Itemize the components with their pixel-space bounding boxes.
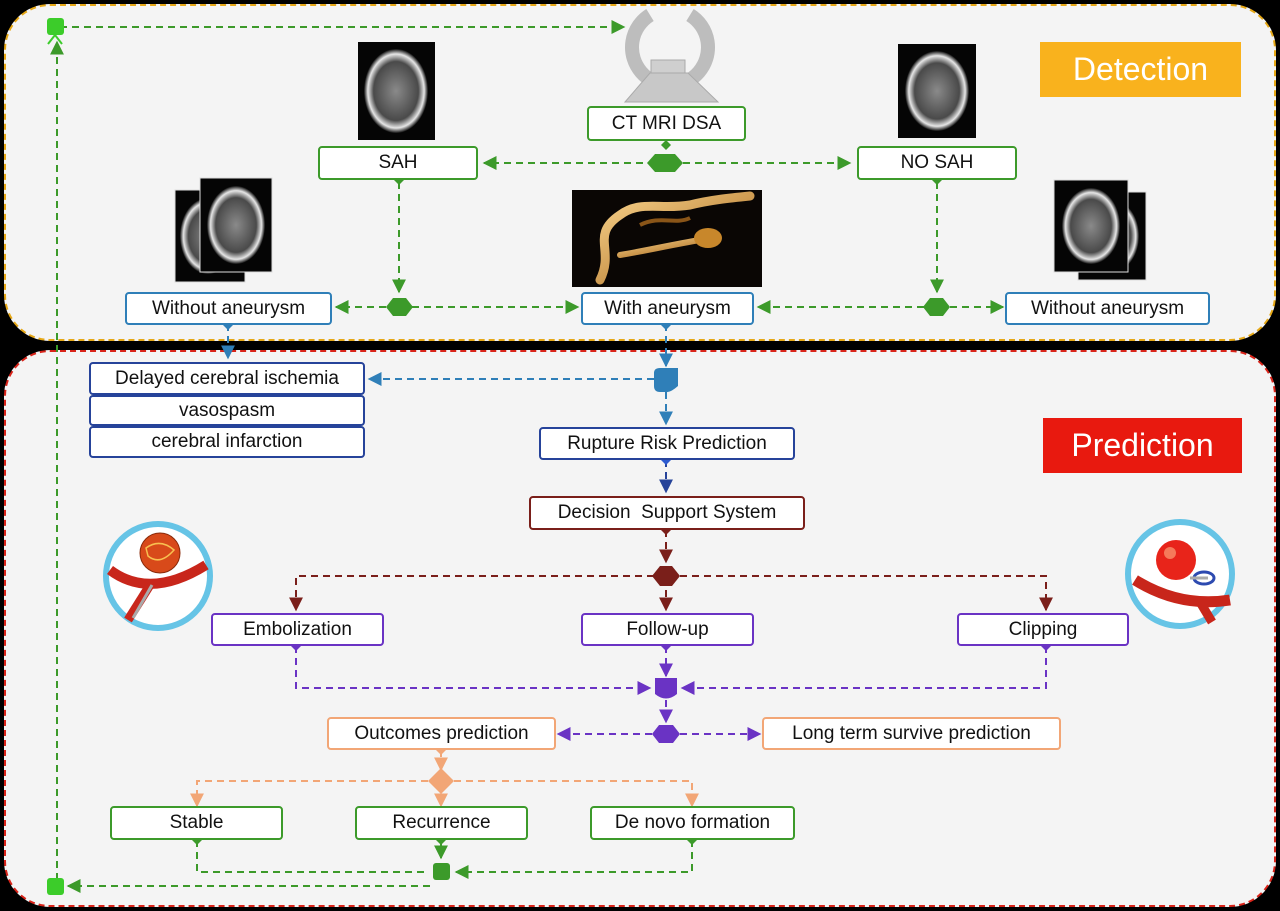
ct-scan-stack-right-image xyxy=(1053,179,1147,281)
recurrence-node: Recurrence xyxy=(355,806,528,840)
rupture-risk-prediction-node: Rupture Risk Prediction xyxy=(539,427,795,460)
scanner-icon xyxy=(623,9,720,103)
embolization-illustration xyxy=(103,521,213,631)
follow-up-node: Follow-up xyxy=(581,613,754,646)
outcomes-prediction-node: Outcomes prediction xyxy=(327,717,556,750)
ct-scan-no-sah-image xyxy=(898,44,976,138)
sah-node: SAH xyxy=(318,146,478,180)
cerebral-infarction-node: cerebral infarction xyxy=(89,426,365,458)
vasospasm-node: vasospasm xyxy=(89,395,365,426)
clipping-node: Clipping xyxy=(957,613,1129,646)
clipping-illustration xyxy=(1125,519,1235,629)
aneurysm-angiography-image xyxy=(572,190,762,287)
prediction-section-label: Prediction xyxy=(1043,418,1242,473)
stable-node: Stable xyxy=(110,806,283,840)
decision-support-system-node: Decision Support System xyxy=(529,496,805,530)
no-sah-node: NO SAH xyxy=(857,146,1017,180)
ct-scan-sah-image xyxy=(358,42,435,140)
long-term-survive-prediction-node: Long term survive prediction xyxy=(762,717,1061,750)
without-aneurysm-left-node: Without aneurysm xyxy=(125,292,332,325)
with-aneurysm-node: With aneurysm xyxy=(581,292,754,325)
delayed-cerebral-ischemia-node: Delayed cerebral ischemia xyxy=(89,362,365,395)
ct-mri-dsa-node: CT MRI DSA xyxy=(587,106,746,141)
ct-scan-stack-left-image xyxy=(174,177,273,283)
de-novo-formation-node: De novo formation xyxy=(590,806,795,840)
detection-section-label: Detection xyxy=(1040,42,1241,97)
without-aneurysm-right-node: Without aneurysm xyxy=(1005,292,1210,325)
start-marker-icon xyxy=(47,18,64,45)
embolization-node: Embolization xyxy=(211,613,384,646)
